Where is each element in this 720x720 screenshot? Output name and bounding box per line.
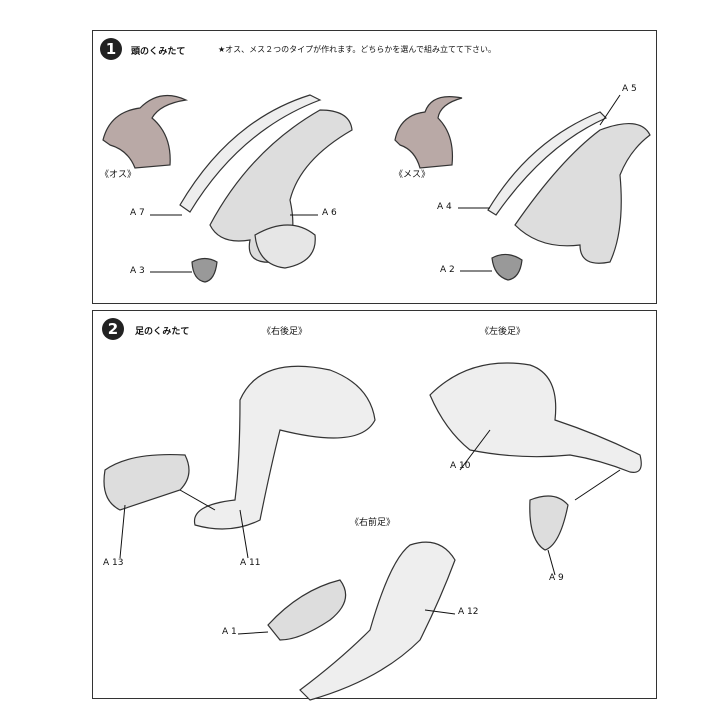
part-a10-label: A 10 bbox=[450, 461, 471, 471]
right-hind-toes-a13 bbox=[103, 454, 190, 511]
female-label: 《メス》 bbox=[394, 170, 431, 180]
part-a1-label: A 1 bbox=[222, 627, 237, 637]
left-hind-leg-a10 bbox=[429, 362, 642, 473]
left-hind-label: 《左後足》 bbox=[480, 327, 526, 337]
a3-part bbox=[191, 257, 218, 283]
part-a7-label: A 7 bbox=[130, 208, 145, 218]
part-a6-label: A 6 bbox=[322, 208, 337, 218]
part-a2-label: A 2 bbox=[440, 265, 455, 275]
right-hind-label: 《右後足》 bbox=[262, 327, 308, 337]
right-hind-thigh-a11 bbox=[193, 365, 376, 530]
part-a13-label: A 13 bbox=[103, 558, 124, 568]
right-fore-label: 《右前足》 bbox=[350, 518, 396, 528]
right-fore-hand-a1 bbox=[267, 579, 347, 641]
female-crest-part bbox=[487, 111, 608, 216]
right-fore-arm-a12 bbox=[299, 541, 456, 701]
step1-title: 頭のくみたて bbox=[131, 47, 186, 57]
male-neck-part bbox=[254, 224, 316, 269]
step1-note: ★オス、メス２つのタイプが作れます。どちらかを選んで組み立てて下さい。 bbox=[218, 45, 496, 54]
part-a5-label: A 5 bbox=[622, 84, 637, 94]
step2-number-badge: 2 bbox=[102, 318, 124, 340]
left-hind-foot-a9 bbox=[529, 495, 569, 551]
female-head-icon bbox=[394, 96, 463, 169]
male-crest-part bbox=[179, 94, 322, 213]
step1-number-badge: 1 bbox=[100, 38, 122, 60]
part-a3-label: A 3 bbox=[130, 266, 145, 276]
female-head-part-a5 bbox=[514, 123, 651, 264]
part-a12-label: A 12 bbox=[458, 607, 479, 617]
male-head-part-a6 bbox=[209, 109, 353, 263]
male-head-icon bbox=[102, 94, 189, 169]
part-a11-label: A 11 bbox=[240, 558, 261, 568]
a2-part bbox=[491, 253, 523, 281]
part-a4-label: A 4 bbox=[437, 202, 452, 212]
step2-title: 足のくみたて bbox=[135, 327, 190, 337]
part-a9-label: A 9 bbox=[549, 573, 564, 583]
male-label: 《オス》 bbox=[100, 170, 137, 180]
